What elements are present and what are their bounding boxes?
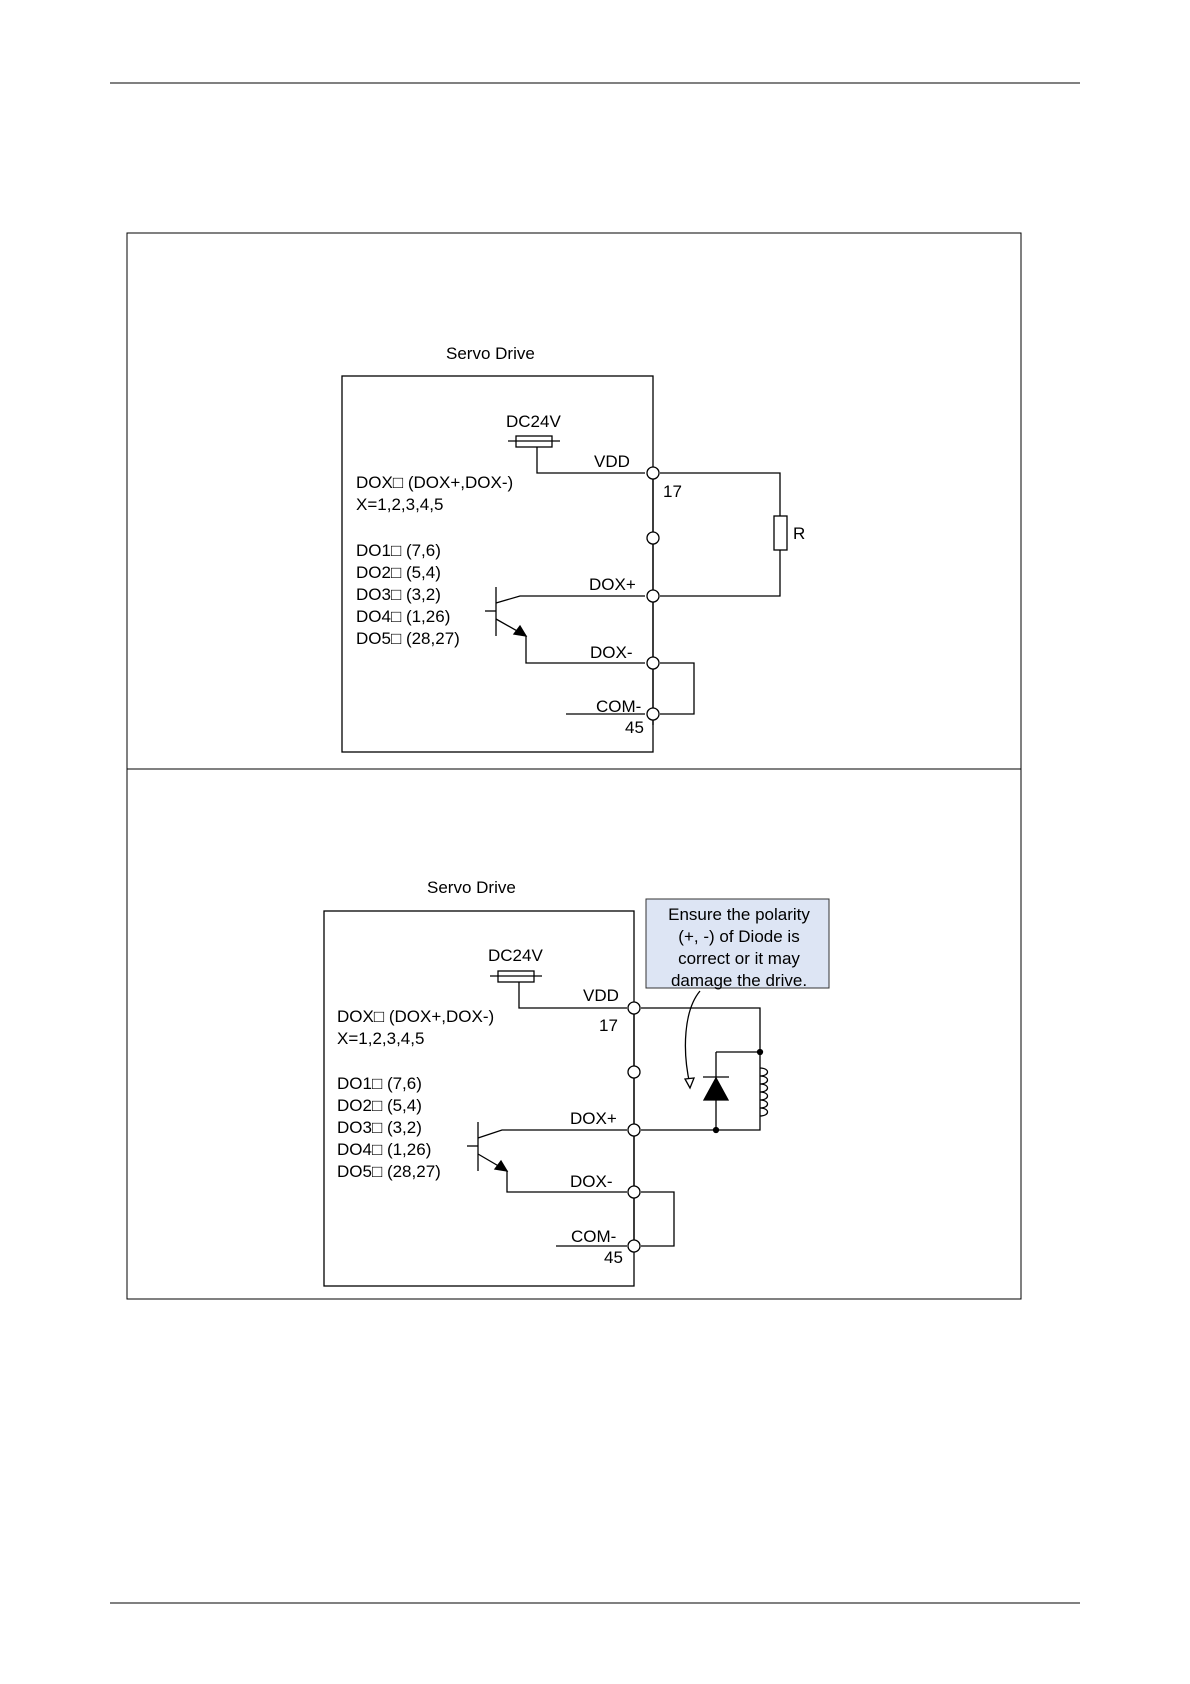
com-jumper xyxy=(660,662,695,715)
coil-icon xyxy=(759,1067,769,1117)
dox-label: DOX□ (DOX+,DOX-) xyxy=(337,1007,494,1026)
warning-note-line-4: damage the drive. xyxy=(671,971,807,990)
emitter-wire xyxy=(477,1153,627,1193)
terminal-com xyxy=(646,707,660,721)
do-pin-3: DO3□ (3,2) xyxy=(337,1118,422,1137)
collector-wire xyxy=(477,1129,627,1139)
pin-vdd-label: 17 xyxy=(663,482,682,501)
circuit-inductive-load xyxy=(323,910,769,1287)
load-wire-bottom xyxy=(660,550,781,597)
warning-note-box xyxy=(645,898,830,989)
warning-note-line-3: correct or it may xyxy=(678,949,800,968)
junction-dot xyxy=(756,1048,764,1056)
load-wire-top xyxy=(641,1007,761,1052)
terminal-doxminus xyxy=(627,1185,641,1199)
terminal-mid xyxy=(646,531,660,545)
x-label: X=1,2,3,4,5 xyxy=(337,1029,424,1048)
do-pin-2: DO2□ (5,4) xyxy=(337,1096,422,1115)
emitter-wire xyxy=(495,618,645,664)
doxminus-label: DOX- xyxy=(570,1172,613,1191)
doxminus-label: DOX- xyxy=(590,643,633,662)
com-label: COM- xyxy=(596,697,641,716)
junction-dot xyxy=(712,1126,720,1134)
circuit-resistive-load xyxy=(341,375,788,753)
terminal-doxminus xyxy=(646,656,660,670)
do-pin-2: DO2□ (5,4) xyxy=(356,563,441,582)
do-pin-4: DO4□ (1,26) xyxy=(337,1140,431,1159)
load-wire-top xyxy=(660,472,781,516)
terminal-doxplus xyxy=(646,589,660,603)
terminal-mid xyxy=(627,1065,641,1079)
diode-icon xyxy=(702,1076,730,1101)
do-pin-3: DO3□ (3,2) xyxy=(356,585,441,604)
drive-title: Servo Drive xyxy=(427,878,516,897)
do-pin-1: DO1□ (7,6) xyxy=(337,1074,422,1093)
doxplus-label: DOX+ xyxy=(570,1109,617,1128)
supply-label: DC24V xyxy=(488,946,543,965)
resistor-icon xyxy=(773,515,788,551)
doxplus-label: DOX+ xyxy=(589,575,636,594)
do-pin-5: DO5□ (28,27) xyxy=(337,1162,441,1181)
do-pin-5: DO5□ (28,27) xyxy=(356,629,460,648)
load-wire-bottom xyxy=(641,1052,761,1131)
do-pin-4: DO4□ (1,26) xyxy=(356,607,450,626)
emitter-arrow-icon xyxy=(512,624,528,637)
do-pin-1: DO1□ (7,6) xyxy=(356,541,441,560)
warning-note-line-1: Ensure the polarity xyxy=(668,905,810,924)
pin-com-label: 45 xyxy=(625,718,644,737)
terminal-com xyxy=(627,1239,641,1253)
dox-label: DOX□ (DOX+,DOX-) xyxy=(356,473,513,492)
diagram-table xyxy=(126,232,1022,1300)
terminal-doxplus xyxy=(627,1123,641,1137)
warning-note-line-2: (+, -) of Diode is xyxy=(678,927,799,946)
vdd-label: VDD xyxy=(583,986,619,1005)
pin-vdd-label: 17 xyxy=(599,1016,618,1035)
x-label: X=1,2,3,4,5 xyxy=(356,495,443,514)
note-pointer xyxy=(684,990,701,1086)
load-label: R xyxy=(793,524,805,543)
vdd-wire xyxy=(536,447,645,474)
supply-label: DC24V xyxy=(506,412,561,431)
collector-wire xyxy=(495,595,645,604)
terminal-vdd xyxy=(646,466,660,480)
note-arrow-icon xyxy=(683,1077,696,1090)
vdd-label: VDD xyxy=(594,452,630,471)
drive-title: Servo Drive xyxy=(446,344,535,363)
com-label: COM- xyxy=(571,1227,616,1246)
pin-com-label: 45 xyxy=(604,1248,623,1267)
vdd-wire xyxy=(518,982,627,1009)
com-jumper xyxy=(641,1191,675,1247)
terminal-vdd xyxy=(627,1001,641,1015)
emitter-arrow-icon xyxy=(493,1159,509,1172)
